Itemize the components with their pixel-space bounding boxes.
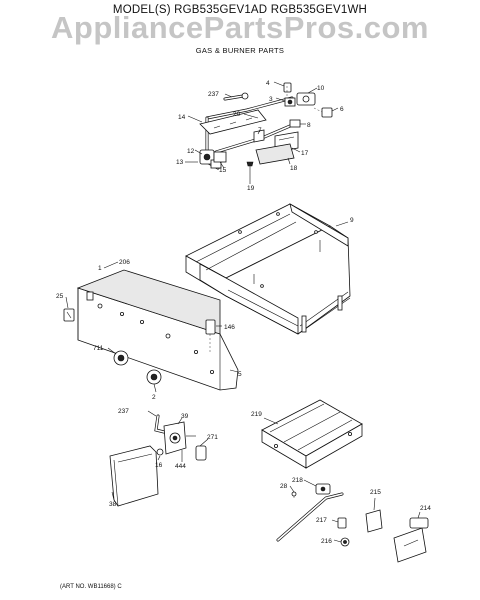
callout-215: 215 [370,489,381,496]
burner-tube-assembly [276,483,429,563]
bracket-146 [205,319,216,352]
callout-38: 38 [109,501,117,508]
callout-12: 12 [187,148,195,155]
callout-39: 39 [181,413,189,420]
callout-28: 28 [280,483,288,490]
callout-711: 711 [93,345,104,352]
callout-16: 16 [155,462,163,469]
burner-box-9 [185,203,351,335]
callout-18: 18 [290,165,298,172]
callout-20: 20 [233,111,241,118]
callout-219: 219 [251,411,262,418]
callout-206: 206 [119,259,130,266]
callout-237-top: 237 [208,91,219,98]
callout-146: 146 [224,324,235,331]
callout-8: 8 [307,122,311,129]
callout-14: 14 [178,114,186,121]
callout-214: 214 [420,505,431,512]
callout-6: 6 [340,106,344,113]
callout-15: 15 [219,167,227,174]
callout-216: 216 [321,538,332,545]
watermark: AppliancePartsPros.com [51,10,429,45]
knob-2 [146,369,162,385]
leader-lines [65,81,421,543]
callout-444: 444 [175,463,186,470]
callout-2: 2 [152,394,156,401]
callout-19: 19 [247,185,255,192]
manifold-panel-206 [76,269,239,391]
art-number: (ART NO. WB11668) C [60,584,122,590]
callout-1: 1 [98,265,102,272]
valve-39-assembly [109,414,207,507]
callout-labels: 4 10 237 3 6 20 14 8 7 12 17 13 15 18 19… [56,80,431,545]
callout-10: 10 [317,85,325,92]
callout-271: 271 [207,434,218,441]
callout-13: 13 [176,159,184,166]
callout-9: 9 [350,217,354,224]
callout-217: 217 [316,517,327,524]
callout-218: 218 [292,477,303,484]
broil-burner-219 [261,399,363,469]
clip-25 [63,308,75,322]
callout-5: 5 [238,371,242,378]
callout-4: 4 [266,80,270,87]
callout-3: 3 [269,96,273,103]
section-title: GAS & BURNER PARTS [195,46,285,55]
callout-7: 7 [258,127,262,134]
callout-25: 25 [56,293,64,300]
callout-237-bottom: 237 [118,408,129,415]
knob-711 [113,350,129,366]
callout-17: 17 [301,150,309,157]
manifold-assembly [199,82,333,178]
model-header: MODEL(S) RGB535GEV1AD RGB535GEV1WH [112,4,368,16]
